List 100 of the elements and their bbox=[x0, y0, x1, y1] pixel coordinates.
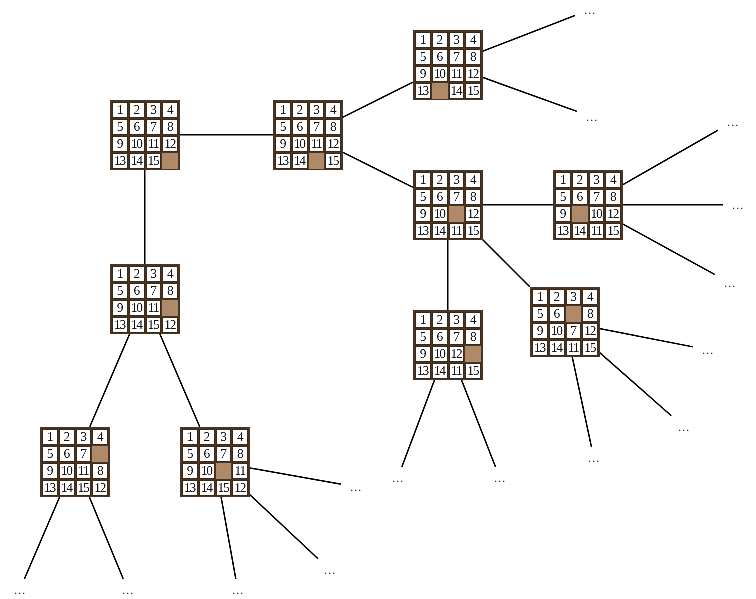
number-tile: 7 bbox=[146, 283, 162, 299]
number-tile: 14 bbox=[58, 480, 74, 496]
number-tile: 10 bbox=[58, 463, 74, 479]
number-tile: 7 bbox=[76, 446, 92, 462]
number-tile: 13 bbox=[532, 340, 548, 356]
number-tile: 6 bbox=[58, 446, 74, 462]
number-tile: 3 bbox=[448, 172, 464, 188]
tree-edge bbox=[482, 76, 578, 112]
tree-edge bbox=[600, 352, 672, 417]
number-tile: 6 bbox=[292, 119, 308, 135]
number-tile: 2 bbox=[128, 266, 144, 282]
number-tile: 9 bbox=[415, 206, 431, 222]
puzzle-board bbox=[413, 170, 483, 240]
number-tile: 5 bbox=[112, 119, 128, 135]
number-tile: 4 bbox=[162, 266, 178, 282]
number-tile: 1 bbox=[415, 172, 431, 188]
number-tile: 4 bbox=[92, 429, 108, 445]
number-tile: 8 bbox=[465, 49, 481, 65]
number-tile: 8 bbox=[92, 463, 108, 479]
tree-edge bbox=[572, 356, 592, 448]
number-tile: 6 bbox=[198, 446, 214, 462]
number-tile: 2 bbox=[432, 312, 448, 328]
ellipsis: … bbox=[113, 579, 143, 599]
number-tile: 6 bbox=[128, 119, 144, 135]
number-tile: 12 bbox=[92, 480, 108, 496]
number-tile: 12 bbox=[162, 136, 178, 152]
number-tile: 4 bbox=[465, 32, 481, 48]
number-tile: 9 bbox=[182, 463, 198, 479]
number-tile: 14 bbox=[198, 480, 214, 496]
number-tile: 11 bbox=[308, 136, 324, 152]
puzzle-board bbox=[40, 427, 110, 497]
tree-edge bbox=[144, 170, 146, 264]
number-tile: 2 bbox=[292, 102, 308, 118]
number-tile: 5 bbox=[42, 446, 58, 462]
number-tile: 10 bbox=[432, 66, 448, 82]
number-tile: 9 bbox=[112, 300, 128, 316]
number-tile: 7 bbox=[448, 49, 464, 65]
number-tile: 15 bbox=[582, 340, 598, 356]
number-tile: 14 bbox=[128, 153, 144, 169]
ellipsis: … bbox=[223, 579, 253, 599]
ellipsis: … bbox=[315, 559, 345, 581]
number-tile: 9 bbox=[555, 206, 571, 222]
number-tile: 9 bbox=[112, 136, 128, 152]
number-tile: 12 bbox=[232, 480, 248, 496]
number-tile: 7 bbox=[448, 189, 464, 205]
number-tile: 14 bbox=[128, 317, 144, 333]
number-tile: 5 bbox=[275, 119, 291, 135]
puzzle-board bbox=[110, 264, 180, 334]
ellipsis: … bbox=[715, 272, 745, 294]
tree-edge bbox=[24, 496, 61, 580]
number-tile: 10 bbox=[432, 346, 448, 362]
number-tile: 1 bbox=[415, 312, 431, 328]
number-tile: 3 bbox=[146, 266, 162, 282]
ellipsis: … bbox=[341, 476, 371, 498]
number-tile: 3 bbox=[588, 172, 604, 188]
number-tile: 1 bbox=[555, 172, 571, 188]
number-tile: 10 bbox=[432, 206, 448, 222]
number-tile: 15 bbox=[146, 153, 162, 169]
number-tile: 10 bbox=[128, 136, 144, 152]
number-tile: 5 bbox=[555, 189, 571, 205]
tree-edge bbox=[249, 494, 319, 560]
tree-edge bbox=[250, 467, 342, 486]
number-tile: 14 bbox=[572, 223, 588, 239]
number-tile: 15 bbox=[325, 153, 341, 169]
number-tile: 1 bbox=[42, 429, 58, 445]
number-tile: 13 bbox=[112, 317, 128, 333]
number-tile: 1 bbox=[532, 289, 548, 305]
number-tile: 3 bbox=[76, 429, 92, 445]
tree-edge bbox=[622, 130, 718, 186]
number-tile: 11 bbox=[448, 66, 464, 82]
tree-edge bbox=[180, 134, 273, 136]
puzzle-board bbox=[180, 427, 250, 497]
number-tile: 10 bbox=[198, 463, 214, 479]
ellipsis: … bbox=[718, 111, 748, 133]
tree-edge bbox=[482, 15, 576, 52]
number-tile: 11 bbox=[448, 223, 464, 239]
puzzle-board bbox=[530, 287, 600, 357]
ellipsis: … bbox=[723, 194, 753, 216]
tree-edge bbox=[600, 328, 694, 348]
number-tile: 5 bbox=[415, 49, 431, 65]
number-tile: 11 bbox=[76, 463, 92, 479]
number-tile: 9 bbox=[532, 323, 548, 339]
number-tile: 11 bbox=[232, 463, 248, 479]
number-tile: 7 bbox=[308, 119, 324, 135]
number-tile: 4 bbox=[465, 312, 481, 328]
tree-edge bbox=[342, 82, 414, 118]
number-tile: 15 bbox=[605, 223, 621, 239]
number-tile: 9 bbox=[415, 346, 431, 362]
number-tile: 4 bbox=[162, 102, 178, 118]
number-tile: 1 bbox=[275, 102, 291, 118]
number-tile: 3 bbox=[308, 102, 324, 118]
number-tile: 15 bbox=[465, 223, 481, 239]
number-tile: 13 bbox=[112, 153, 128, 169]
ellipsis: … bbox=[577, 106, 607, 128]
number-tile: 15 bbox=[146, 317, 162, 333]
number-tile: 8 bbox=[232, 446, 248, 462]
tree-edge bbox=[401, 380, 436, 468]
number-tile: 3 bbox=[146, 102, 162, 118]
number-tile: 3 bbox=[448, 32, 464, 48]
number-tile: 8 bbox=[605, 189, 621, 205]
